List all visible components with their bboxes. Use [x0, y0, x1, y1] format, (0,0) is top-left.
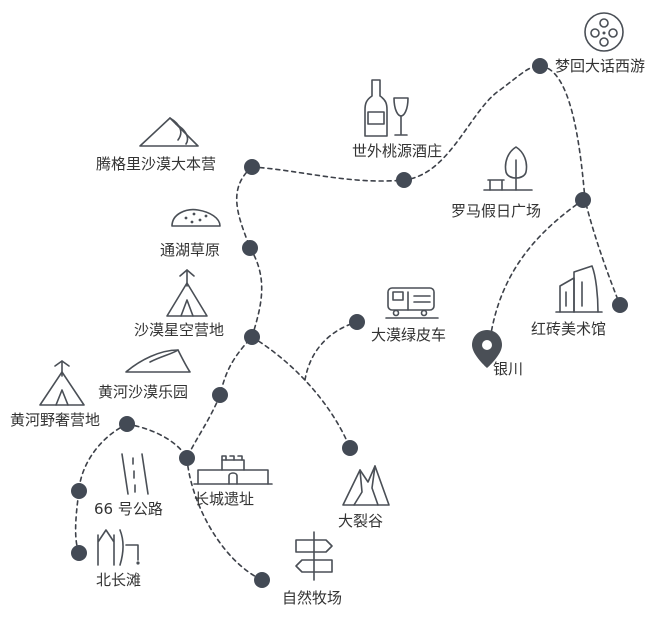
route-to-ranch: [186, 457, 263, 581]
dot-huanghe-shamo[interactable]: [212, 387, 228, 403]
route-to-greentrain: [304, 321, 358, 381]
dot-tonghu[interactable]: [242, 240, 258, 256]
route-main: [251, 65, 621, 306]
dot-greentrain[interactable]: [349, 314, 365, 330]
shoal-wave-icon: [97, 529, 140, 566]
wine-glass-icon: [393, 97, 409, 136]
label-damo-lvpi: 大漠绿皮车: [371, 326, 447, 344]
sand-dune-icon: [125, 349, 191, 373]
dot-changcheng[interactable]: [179, 450, 195, 466]
label-menghui: 梦回大话西游: [555, 57, 646, 75]
label-route66: 66 号公路: [94, 500, 163, 518]
label-yinchuan[interactable]: 银川: [493, 360, 524, 378]
label-tengger: 腾格里沙漠大本营: [96, 155, 217, 173]
label-luoma: 罗马假日广场: [451, 202, 542, 220]
route-yeshe-loop: [126, 423, 188, 459]
location-pin-icon[interactable]: [472, 330, 502, 368]
dot-tengger[interactable]: [244, 159, 260, 175]
dot-luoma[interactable]: [575, 192, 591, 208]
desert-mountain-icon: [139, 117, 199, 147]
tipi-icon: [39, 360, 85, 406]
dot-beichangtan[interactable]: [71, 545, 87, 561]
road-icon: [121, 453, 149, 495]
dot-shiwai[interactable]: [396, 172, 412, 188]
route-to-dalie: [251, 336, 351, 449]
dot-huanghe-yeshe[interactable]: [119, 416, 135, 432]
label-changcheng: 长城遗址: [194, 490, 255, 508]
train-icon: [385, 287, 439, 319]
label-huanghe-shamo: 黄河沙漠乐园: [98, 383, 189, 401]
label-beichangtan: 北长滩: [96, 571, 142, 589]
dot-route66[interactable]: [71, 483, 87, 499]
label-hongzhuan: 红砖美术馆: [531, 320, 607, 338]
label-tonghu: 通湖草原: [160, 241, 221, 259]
route-to-yinchuan: [489, 199, 584, 341]
buildings-icon: [555, 265, 603, 313]
tree-bench-icon: [483, 146, 533, 191]
film-reel-icon: [584, 12, 624, 52]
label-shiwai: 世外桃源酒庄: [352, 142, 443, 160]
wine-bottle-icon: [364, 79, 388, 137]
signpost-icon: [295, 531, 333, 581]
tent-icon: [166, 269, 208, 317]
great-wall-icon: [193, 455, 273, 485]
label-shamo-xingkong: 沙漠星空营地: [134, 321, 225, 339]
route-to-beichangtan: [74, 423, 128, 554]
dot-menghui[interactable]: [532, 58, 548, 74]
dot-ranch[interactable]: [254, 572, 270, 588]
canyon-icon: [342, 465, 390, 506]
label-dalie: 大裂谷: [338, 512, 384, 530]
label-huanghe-yeshe: 黄河野奢营地: [10, 411, 101, 429]
label-ziran-muchang: 自然牧场: [282, 589, 343, 607]
dot-hongzhuan[interactable]: [612, 297, 628, 313]
dot-xingkong[interactable]: [244, 329, 260, 345]
dot-dalie[interactable]: [342, 440, 358, 456]
grassland-icon: [171, 208, 221, 227]
